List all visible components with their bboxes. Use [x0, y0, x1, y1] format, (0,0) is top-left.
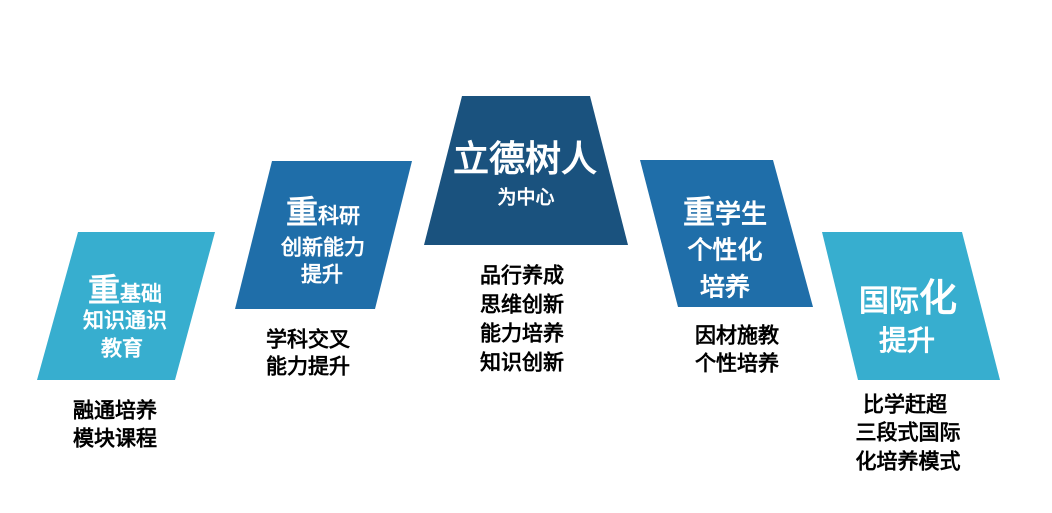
emph-char: 重 — [87, 271, 121, 309]
title-emph: 化 — [918, 276, 958, 320]
block-research-note-1: 学科交叉 — [266, 327, 350, 352]
title-rest: 学生 — [715, 200, 768, 230]
block-research-note-2: 能力提升 — [266, 354, 350, 379]
block-individual-line2: 个性化 — [687, 235, 763, 265]
block-research-title: 重科研 — [286, 196, 360, 228]
center-note-3: 能力培养 — [480, 321, 564, 346]
block-international-line2: 提升 — [878, 324, 936, 357]
title-part: 国际 — [858, 284, 919, 319]
block-individual-shape — [640, 160, 813, 307]
block-foundation-title: 重基础 — [88, 274, 162, 306]
block-international-note-2: 三段式国际 — [855, 420, 961, 445]
center-note-2: 思维创新 — [480, 292, 564, 317]
block-international-title: 国际化 — [859, 279, 957, 317]
center-note-4: 知识创新 — [480, 350, 564, 375]
block-center-shape — [424, 96, 628, 245]
center-subtitle: 为中心 — [497, 186, 555, 209]
block-international-note-3: 化培养模式 — [855, 449, 961, 474]
block-individual-title: 重学生 — [683, 196, 767, 228]
block-international-note-1: 比学赶超 — [863, 392, 947, 417]
block-international-shape — [822, 232, 1000, 380]
block-research-shape — [235, 161, 412, 309]
title-rest: 基础 — [120, 282, 163, 306]
block-foundation-note-2: 模块课程 — [73, 426, 157, 451]
emph-char: 重 — [285, 193, 319, 231]
block-individual-line3: 培养 — [699, 272, 751, 302]
center-note-1: 品行养成 — [480, 263, 564, 288]
center-title: 立德树人 — [452, 139, 598, 180]
block-individual-note-1: 因材施教 — [695, 323, 779, 348]
block-foundation-note-1: 融通培养 — [73, 398, 157, 423]
block-foundation-line3: 教育 — [101, 336, 143, 361]
block-foundation-shape — [37, 232, 215, 380]
title-rest: 科研 — [318, 204, 361, 228]
block-individual-note-2: 个性培养 — [695, 351, 779, 376]
emph-char: 重 — [682, 193, 715, 231]
block-foundation-line2: 知识通识 — [83, 308, 167, 333]
block-research-line3: 提升 — [301, 262, 343, 287]
block-research-line2: 创新能力 — [281, 235, 365, 260]
